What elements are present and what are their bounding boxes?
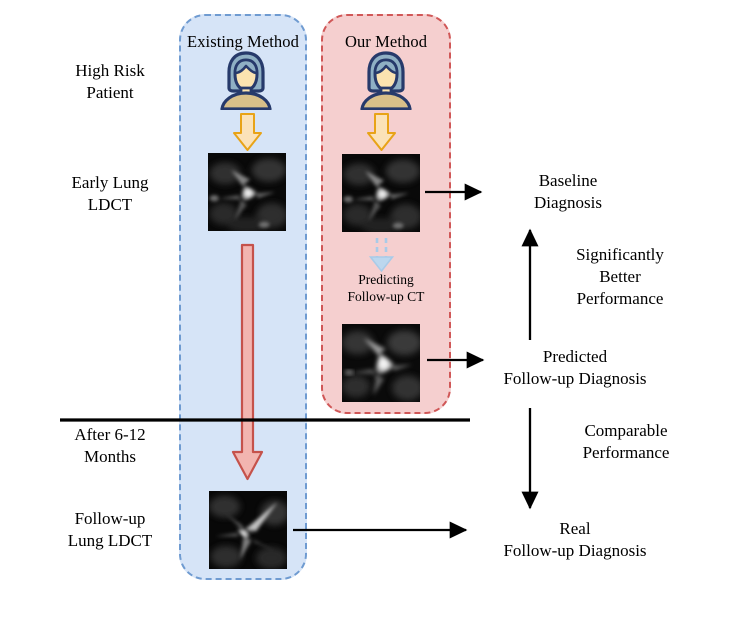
- our-method-title: Our Method: [344, 32, 428, 51]
- ct-scan-our-predicted: [342, 324, 420, 402]
- ct-scan-existing-followup: [209, 491, 287, 569]
- person-icon: [358, 50, 414, 110]
- existing-method-title: Existing Method: [187, 32, 299, 51]
- ct-scan-our-early: [342, 154, 420, 232]
- person-icon: [218, 50, 274, 110]
- ct-scan-existing-early: [208, 153, 286, 231]
